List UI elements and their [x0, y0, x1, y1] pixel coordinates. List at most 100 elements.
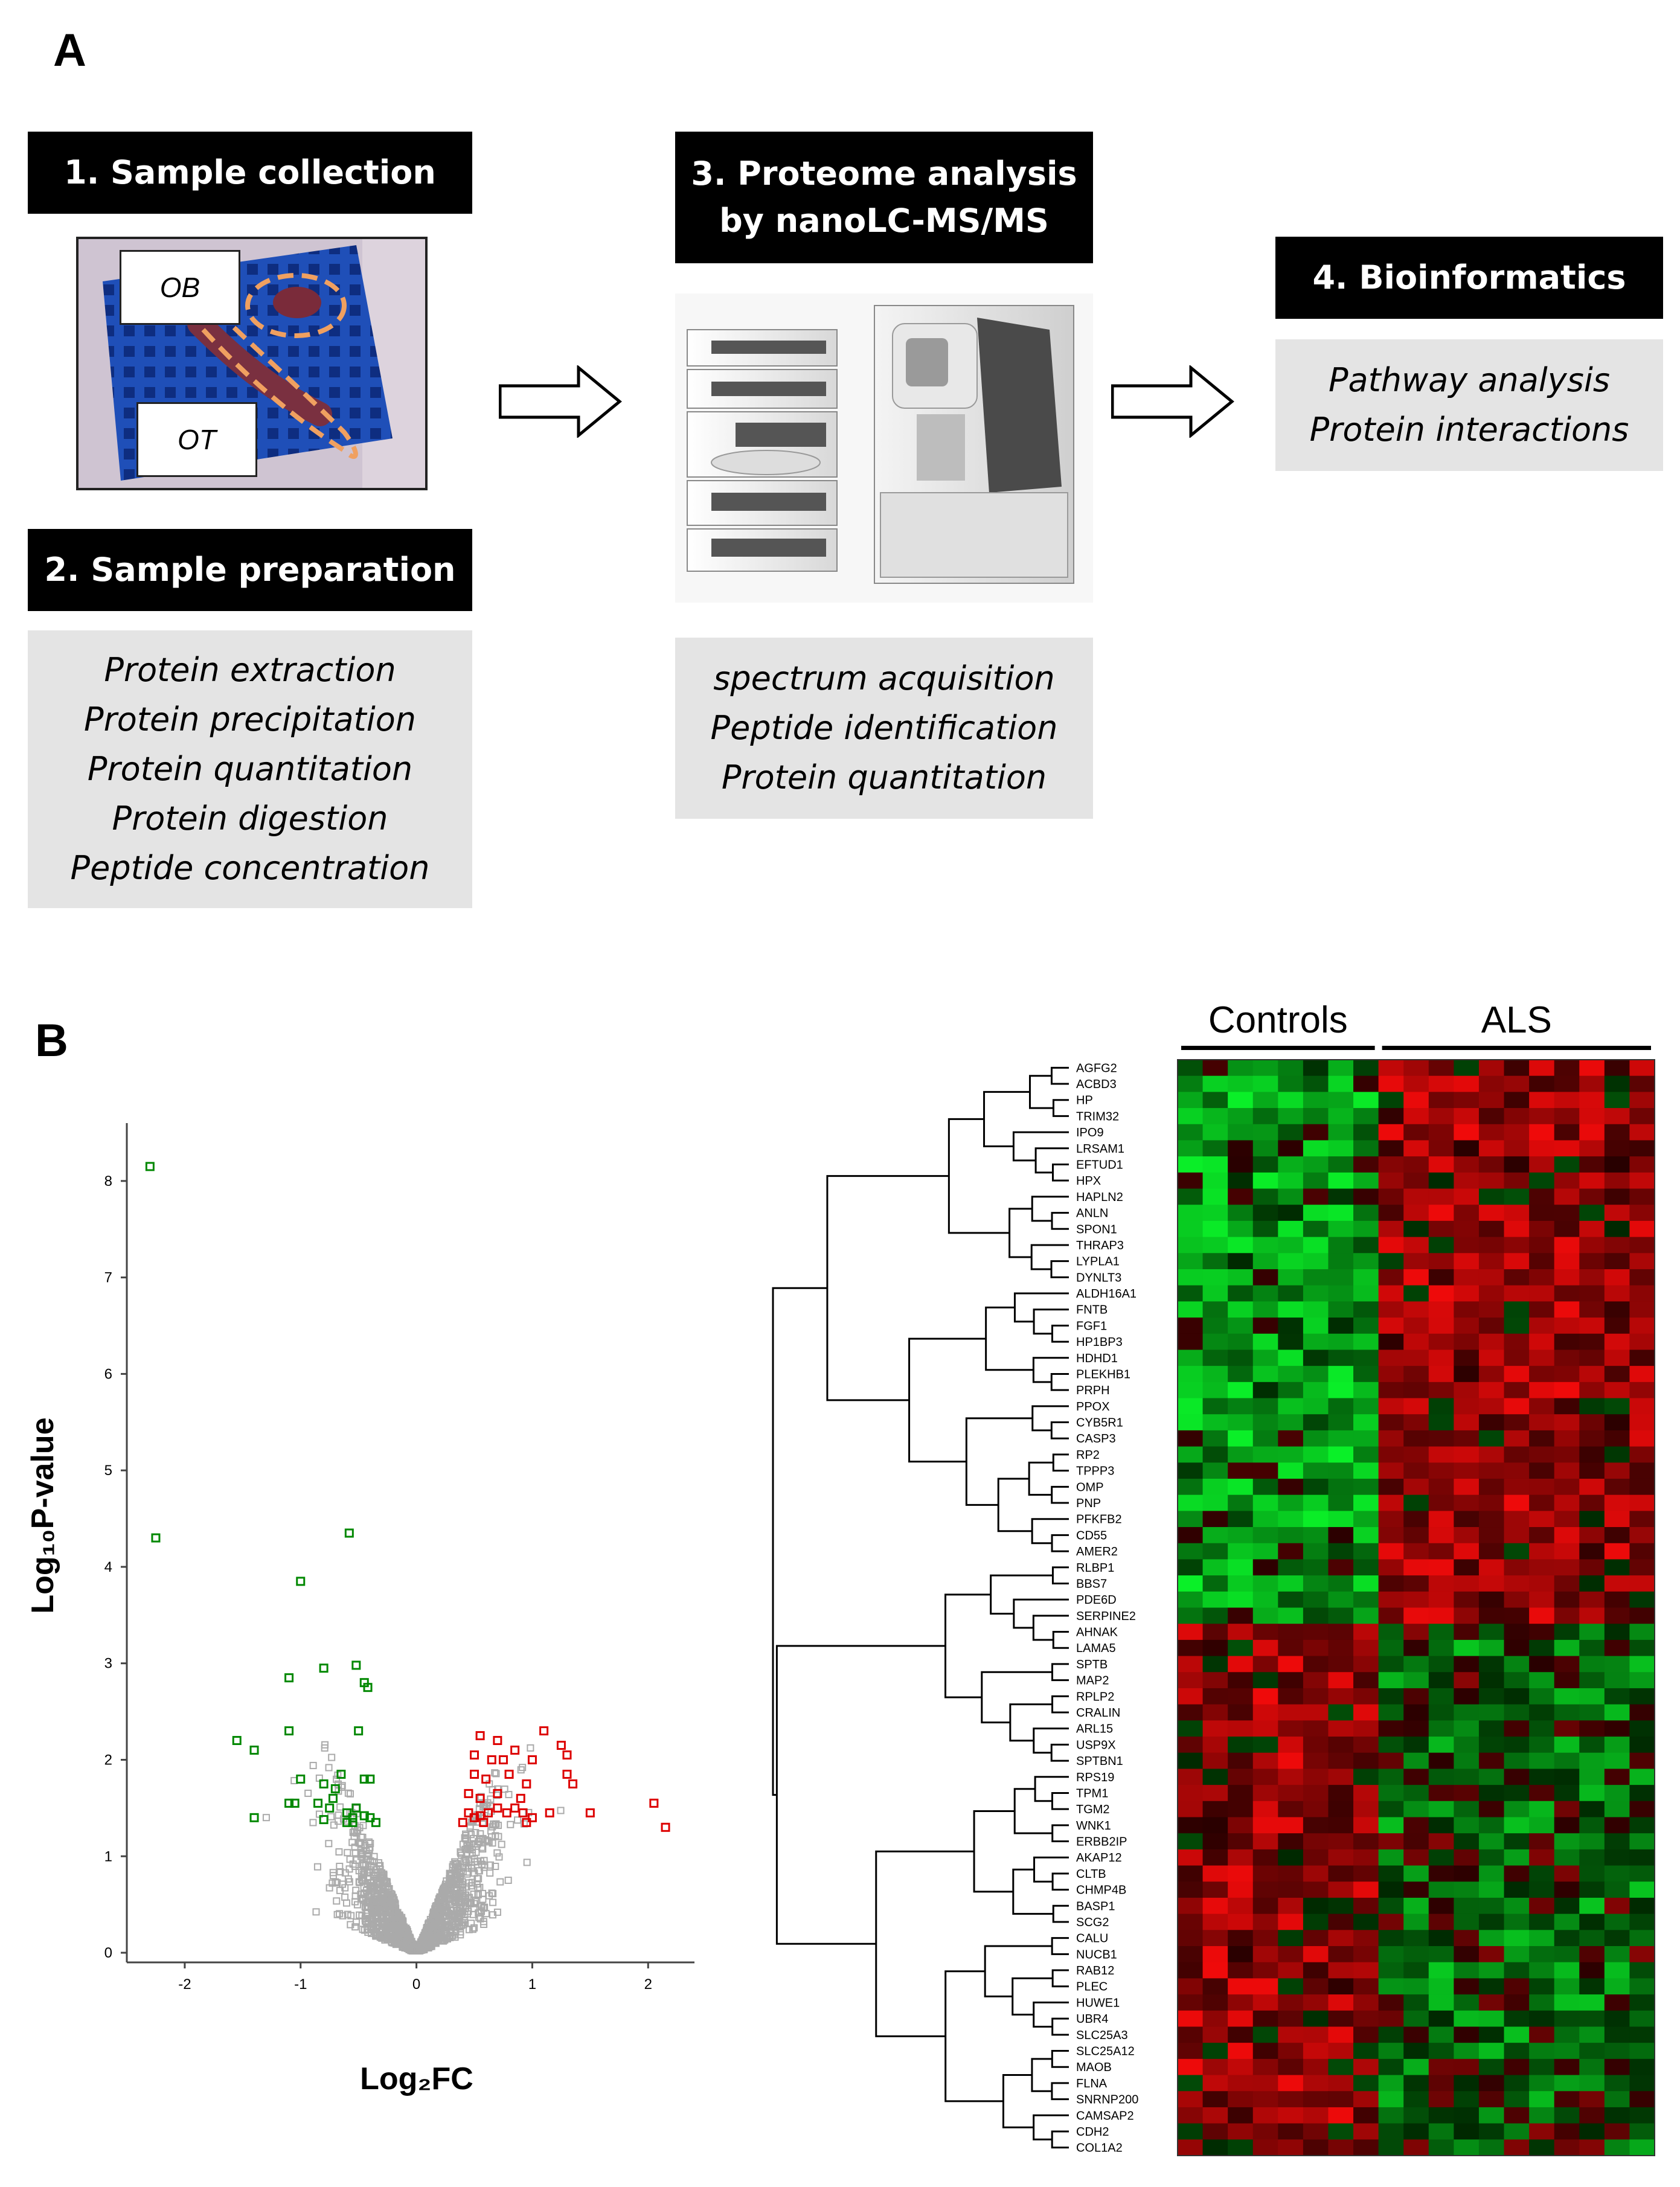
heatmap-cell [1252, 1543, 1278, 1560]
heatmap-cell [1403, 1591, 1429, 1608]
heatmap-cell [1454, 1478, 1480, 1496]
heatmap-cell [1579, 1253, 1605, 1270]
volcano-point [312, 1908, 320, 1916]
heatmap-cell [1278, 2107, 1304, 2124]
heatmap-cell [1629, 1092, 1655, 1109]
heatmap-cell [1328, 2123, 1354, 2140]
heatmap-cell [1504, 1237, 1530, 1254]
heatmap-cell [1202, 2010, 1228, 2027]
heatmap-cell [1202, 1656, 1228, 1673]
dendrogram-branch [981, 1671, 1053, 1724]
heatmap-cell [1353, 1350, 1379, 1366]
heatmap-cell [1278, 1172, 1304, 1190]
heatmap-cell [1202, 1237, 1228, 1254]
heatmap-cell [1378, 1301, 1404, 1318]
heatmap-cell [1428, 1656, 1454, 1673]
heatmap-cell [1278, 1430, 1304, 1447]
heatmap-cell [1629, 1366, 1655, 1383]
volcano-point [491, 1821, 499, 1829]
volcano-point [422, 1931, 430, 1939]
heatmap-cell [1252, 1511, 1278, 1528]
heatmap-cell [1278, 1350, 1304, 1366]
heatmap-cell [1403, 1543, 1429, 1560]
heatmap-cell [1328, 1607, 1354, 1624]
volcano-point [462, 1891, 470, 1899]
heatmap-cell [1252, 1978, 1278, 1995]
heatmap-cell [1554, 1237, 1580, 1254]
heatmap-cell [1478, 1543, 1505, 1560]
heatmap-group-label-controls: Controls [1208, 999, 1348, 1041]
volcano-point [284, 1798, 294, 1808]
heatmap-cell [1228, 1769, 1254, 1785]
heatmap-cell [1504, 1881, 1530, 1898]
heatmap-cell [1504, 1672, 1530, 1689]
heatmap-cell [1202, 1285, 1228, 1302]
heatmap-cell [1554, 2010, 1580, 2027]
heatmap-cell [1504, 1494, 1530, 1511]
heatmap-cell [1579, 1446, 1605, 1463]
heatmap-cell [1228, 1382, 1254, 1399]
volcano-point [486, 1892, 493, 1900]
heatmap-cell [1202, 1624, 1228, 1641]
volcano-point [661, 1822, 670, 1832]
volcano-significant-points [145, 1162, 670, 1832]
heatmap-cell [1278, 2043, 1304, 2060]
volcano-point [370, 1852, 378, 1860]
heatmap-cell [1403, 1478, 1429, 1496]
heatmap-cell [1454, 1511, 1480, 1528]
heatmap-cell [1403, 1156, 1429, 1173]
heatmap-cell [1403, 1075, 1429, 1092]
heatmap-cell [1278, 1140, 1304, 1157]
heatmap-cell [1353, 1414, 1379, 1431]
heatmap-cell [1202, 1269, 1228, 1286]
heatmap-cell [1604, 1962, 1630, 1979]
dendrogram-branch [1052, 1904, 1069, 1923]
heatmap-cell [1252, 1672, 1278, 1689]
heatmap-cell [1202, 1333, 1228, 1350]
heatmap-cell [1353, 1656, 1379, 1673]
heatmap-row-labels: AGFG2ACBD3HPTRIM32IPO9LRSAM1EFTUD1HPXHAP… [1076, 1061, 1138, 2154]
heatmap-cell [1202, 1817, 1228, 1834]
heatmap-cell [1454, 1382, 1480, 1399]
heatmap-cell [1529, 1382, 1555, 1399]
heatmap-group-label-als: ALS [1481, 999, 1552, 1041]
volcano-point [462, 1830, 470, 1838]
heatmap-cell [1252, 1092, 1278, 1109]
heatmap-cell [1403, 1559, 1429, 1576]
volcano-point [478, 1906, 486, 1914]
heatmap-cell [1353, 1462, 1379, 1479]
heatmap-cell [1252, 1881, 1278, 1898]
volcano-point [344, 1875, 352, 1883]
heatmap-cell [1178, 1478, 1204, 1496]
heatmap-cell [1529, 1269, 1555, 1286]
volcano-point [484, 1837, 492, 1845]
heatmap-cell [1478, 1092, 1505, 1109]
heatmap-cell [1378, 1769, 1404, 1785]
heatmap-cell [1604, 1318, 1630, 1334]
heatmap-cell [1202, 1075, 1228, 1092]
volcano-point [387, 1909, 395, 1916]
heatmap-row-label: TPM1 [1076, 1787, 1108, 1800]
heatmap-cell [1328, 2107, 1354, 2124]
heatmap-cell [1579, 1737, 1605, 1753]
heatmap-cell [1579, 1414, 1605, 1431]
dendrogram-branch [1051, 2050, 1069, 2068]
volcano-point [504, 1769, 514, 1779]
heatmap-cell [1202, 1140, 1228, 1157]
heatmap-cell [1604, 1237, 1630, 1254]
volcano-point [328, 1753, 336, 1761]
heatmap-cell [1278, 1881, 1304, 1898]
heatmap-cell [1303, 1318, 1329, 1334]
volcano-point [373, 1896, 380, 1904]
heatmap-cell [1478, 1398, 1505, 1415]
heatmap-cell [1454, 1269, 1480, 1286]
heatmap-cell [1278, 1639, 1304, 1657]
heatmap-cell [1529, 1060, 1555, 1077]
heatmap-cell [1454, 1494, 1480, 1511]
heatmap-cell [1378, 1237, 1404, 1254]
heatmap-cell [1353, 1172, 1379, 1190]
heatmap-cell [1403, 1801, 1429, 1817]
heatmap-cell [1252, 2043, 1278, 2060]
heatmap-cell [1202, 1639, 1228, 1657]
heatmap-cell [1353, 2123, 1379, 2140]
